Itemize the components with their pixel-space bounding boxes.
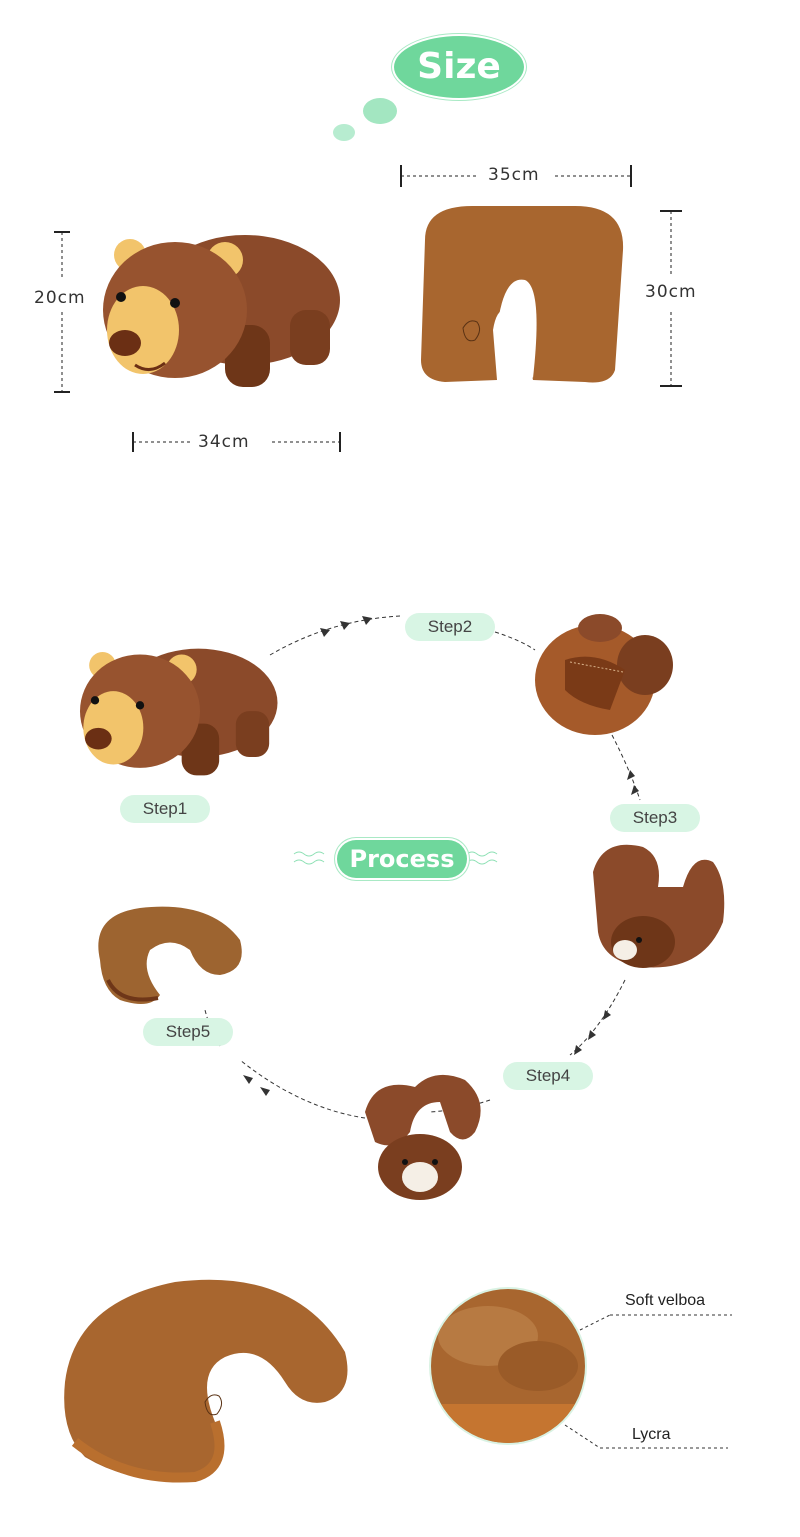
bear-width-line (132, 432, 341, 452)
material-section: Soft velboa Lycra (0, 1260, 800, 1537)
fabric-closeup-image (429, 1287, 587, 1445)
pillow-height-label: 30cm (645, 282, 697, 302)
thought-dot-small (333, 124, 355, 141)
neck-pillow-image (421, 205, 624, 383)
process-section: Step1 Step2 Step3 Process Step4 Step5 (0, 560, 800, 1220)
size-title: Size (394, 36, 524, 98)
pillow-width-line (400, 165, 632, 187)
bear-height-line (54, 231, 70, 393)
step5-neck-pillow-image (98, 906, 242, 1004)
material-outer-label: Soft velboa (625, 1292, 706, 1309)
pillow-height-line (660, 210, 682, 387)
pillow-width-label: 35cm (488, 165, 540, 185)
thought-dot-large (363, 98, 397, 124)
step1-badge: Step1 (120, 795, 210, 823)
size-section: Size 20cm 34cm 35 (0, 0, 800, 470)
material-inner-label: Lycra (632, 1426, 671, 1443)
final-neck-pillow-image (64, 1279, 348, 1483)
process-title-decoration (293, 851, 498, 865)
step4-bear-rolled-image (365, 1074, 481, 1200)
step3-badge: Step3 (610, 804, 700, 832)
step5-badge: Step5 (143, 1018, 233, 1046)
step4-badge: Step4 (503, 1062, 593, 1090)
step2-badge: Step2 (405, 613, 495, 641)
step1-bear-image (80, 648, 278, 776)
process-title: Process (337, 840, 467, 878)
bear-height-label: 20cm (34, 288, 86, 308)
bear-plush-image (103, 235, 340, 387)
material-pointer-lines (564, 1314, 732, 1449)
step3-bear-folding-image (593, 844, 725, 968)
process-cycle-path (204, 615, 641, 1119)
step2-bear-unzipped-image (535, 614, 673, 735)
bear-width-label: 34cm (198, 432, 250, 452)
